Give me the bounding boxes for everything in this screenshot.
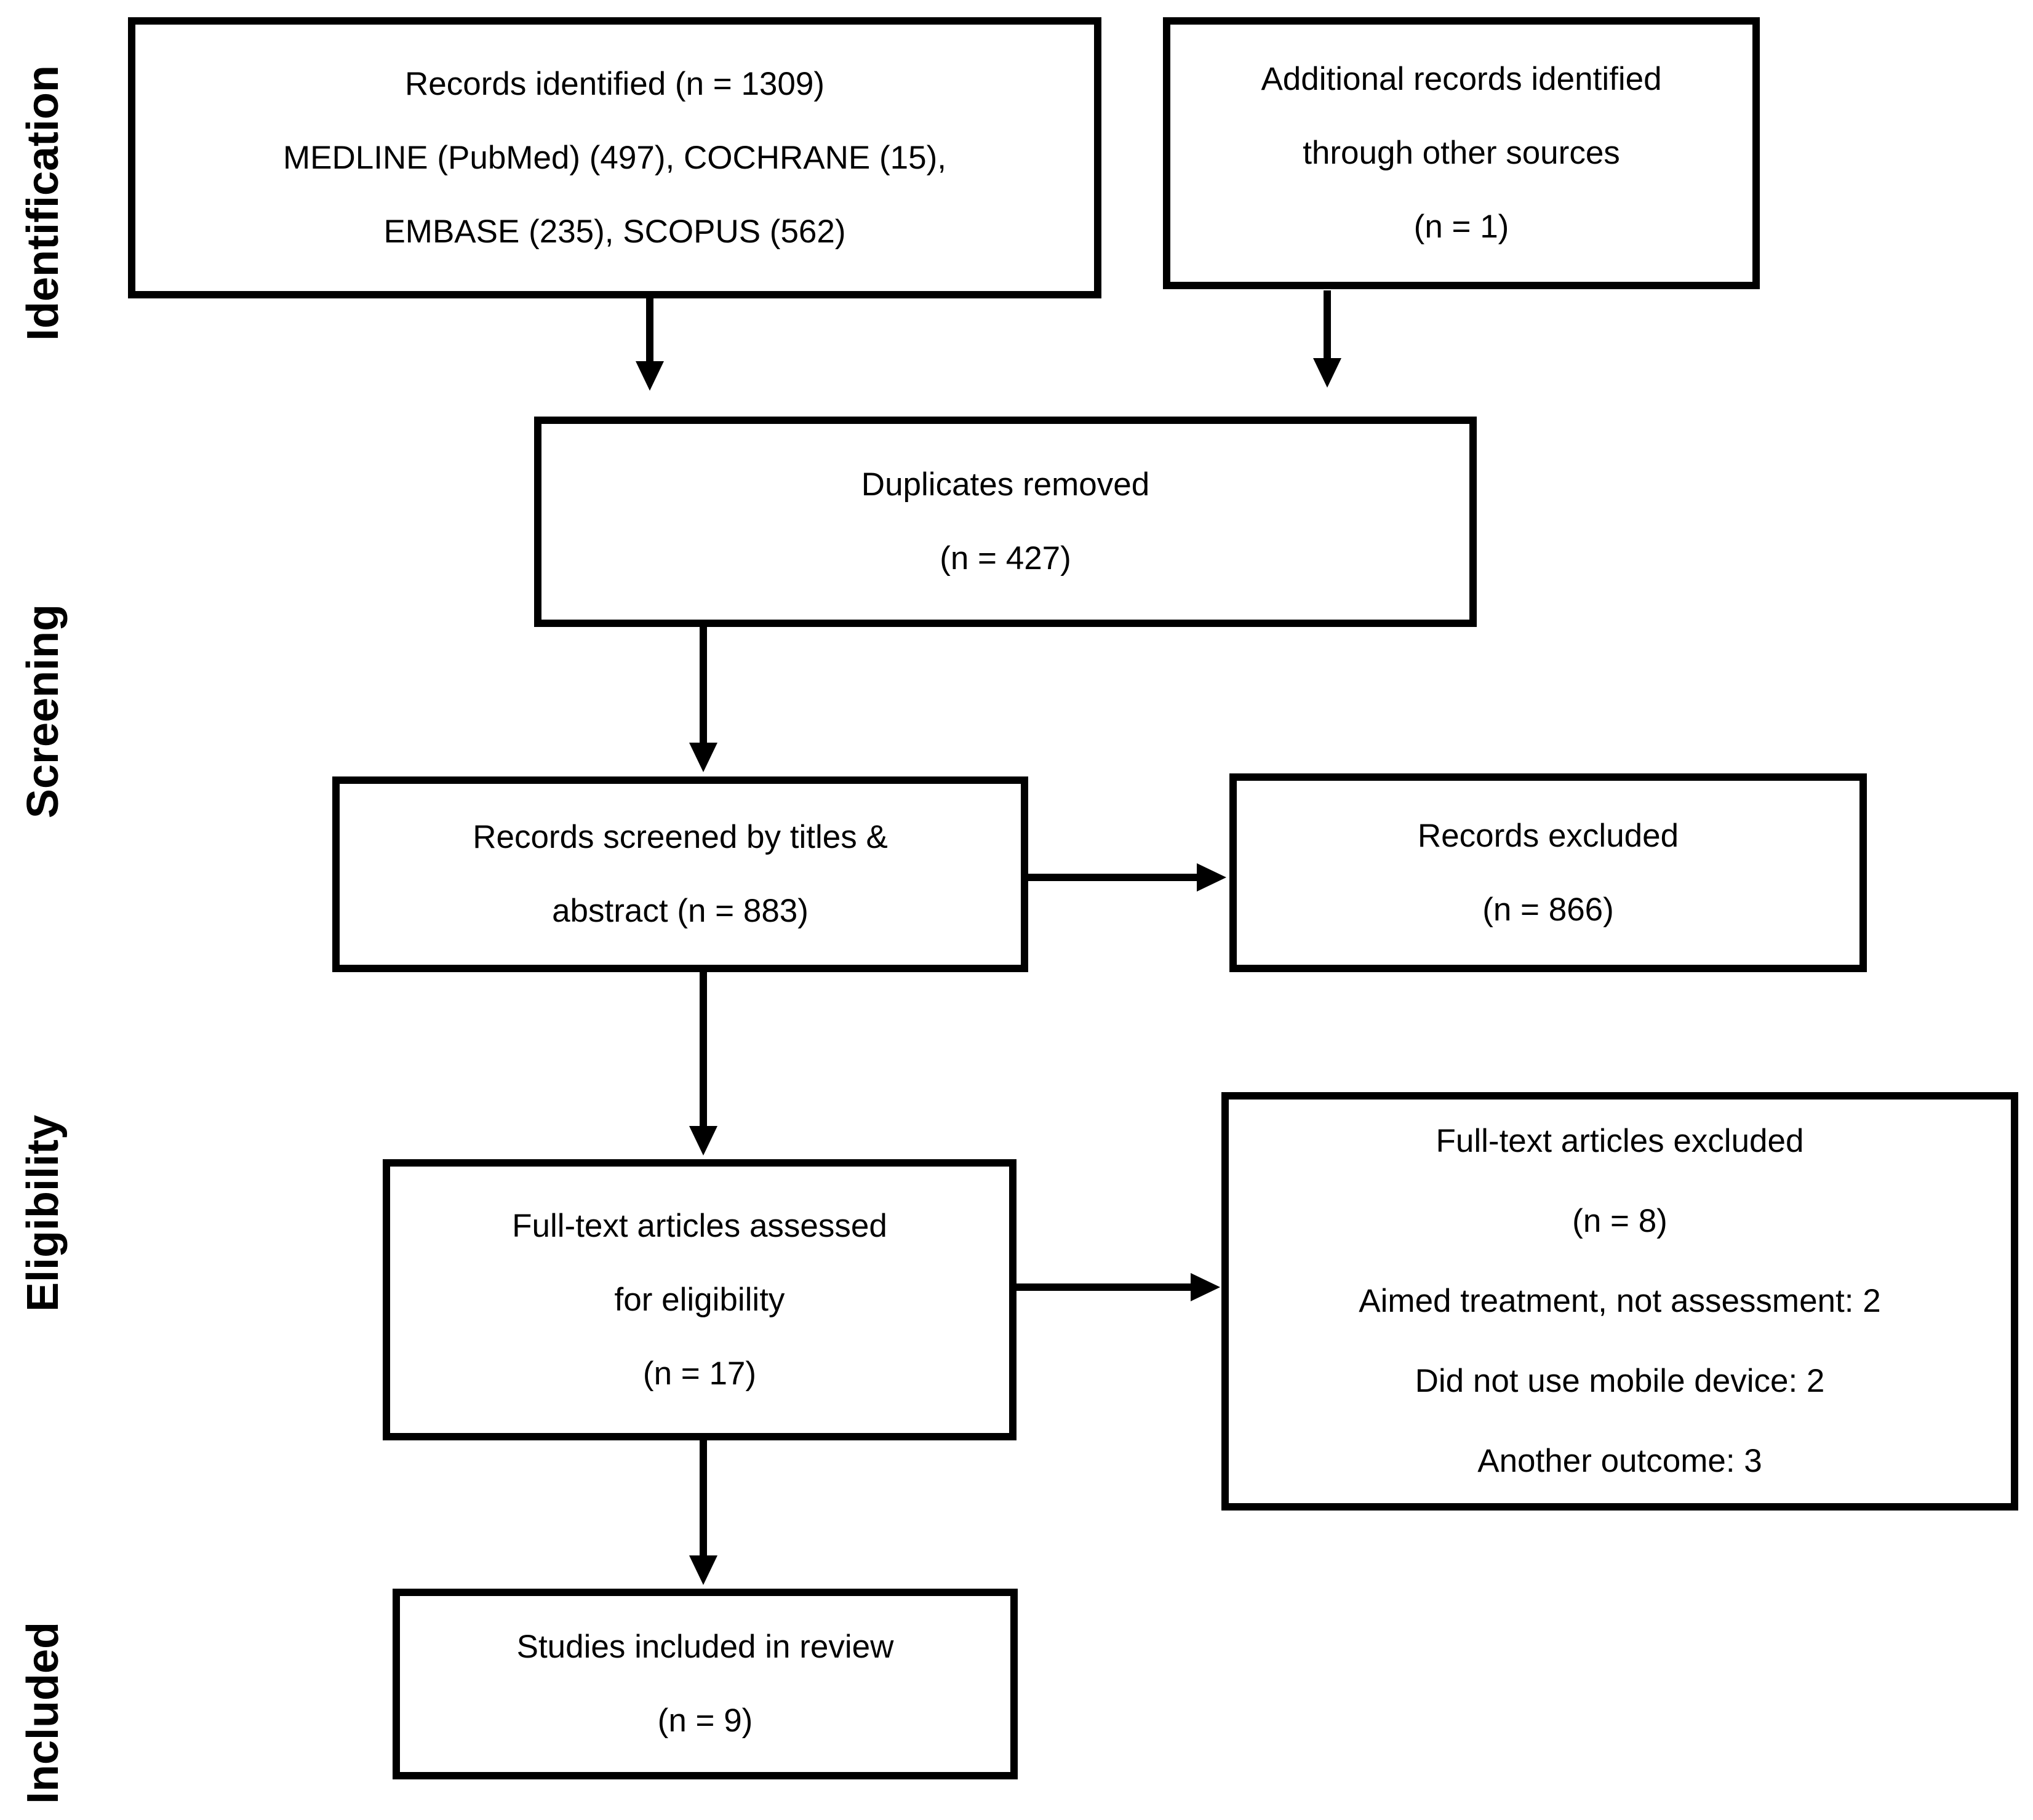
arrow-stem: [700, 1440, 707, 1558]
box-text-line: Records screened by titles &: [473, 819, 888, 855]
arrow-head-down-icon: [689, 1126, 717, 1155]
arrow-head-down-icon: [689, 743, 717, 772]
box-fulltext-assessed: Full-text articles assessed for eligibil…: [383, 1159, 1016, 1440]
flow-arrow-down-icon: [636, 298, 664, 391]
stage-label-eligibility: Eligibility: [18, 1114, 68, 1312]
box-duplicates-removed: Duplicates removed (n = 427): [534, 417, 1477, 627]
box-text-line: MEDLINE (PubMed) (497), COCHRANE (15),: [283, 139, 946, 176]
flow-arrow-down-icon: [689, 1440, 717, 1585]
box-text-line: (n = 17): [642, 1355, 757, 1392]
arrow-stem: [1028, 874, 1199, 881]
arrow-head-right-icon: [1197, 863, 1226, 892]
box-text-line: (n = 1): [1413, 209, 1509, 245]
box-records-excluded: Records excluded (n = 866): [1229, 773, 1867, 972]
flow-arrow-down-icon: [689, 972, 717, 1155]
box-text-line: through other sources: [1303, 135, 1620, 171]
flow-arrow-right-icon: [1028, 863, 1226, 892]
arrow-head-down-icon: [1313, 358, 1341, 388]
stage-label-identification: Identification: [18, 65, 68, 341]
box-text-line: for eligibility: [614, 1281, 785, 1318]
box-text-line: Additional records identified: [1261, 61, 1662, 97]
box-text-line: Full-text articles excluded: [1436, 1123, 1804, 1159]
box-text-line: Records identified (n = 1309): [404, 65, 825, 102]
box-text-line: Aimed treatment, not assessment: 2: [1359, 1283, 1881, 1319]
box-text-line: Records excluded: [1417, 817, 1679, 854]
box-text-line: (n = 427): [940, 540, 1071, 577]
box-text-line: (n = 9): [657, 1702, 753, 1739]
box-records-identified: Records identified (n = 1309) MEDLINE (P…: [128, 17, 1101, 298]
arrow-head-right-icon: [1191, 1273, 1220, 1301]
flow-arrow-down-icon: [689, 627, 717, 772]
box-text-line: Another outcome: 3: [1477, 1443, 1762, 1479]
box-text-line: Duplicates removed: [861, 466, 1150, 503]
arrow-stem: [646, 298, 653, 364]
box-text-line: Full-text articles assessed: [512, 1207, 887, 1244]
arrow-stem: [700, 972, 707, 1128]
box-text-line: Did not use mobile device: 2: [1415, 1363, 1825, 1399]
box-text-line: (n = 8): [1572, 1203, 1668, 1239]
box-text-line: (n = 866): [1482, 891, 1614, 928]
box-fulltext-excluded: Full-text articles excluded (n = 8) Aime…: [1221, 1092, 2018, 1511]
stage-label-screening: Screening: [18, 604, 68, 819]
box-studies-included: Studies included in review (n = 9): [393, 1589, 1018, 1779]
box-text-line: EMBASE (235), SCOPUS (562): [383, 213, 846, 250]
arrow-stem: [1324, 290, 1331, 361]
box-text-line: Studies included in review: [516, 1629, 894, 1665]
box-records-screened: Records screened by titles & abstract (n…: [332, 776, 1028, 972]
arrow-head-down-icon: [636, 361, 664, 391]
box-text-line: abstract (n = 883): [552, 893, 809, 929]
arrow-head-down-icon: [689, 1555, 717, 1585]
arrow-stem: [1016, 1283, 1193, 1291]
flow-arrow-right-icon: [1016, 1273, 1220, 1301]
flow-arrow-down-icon: [1313, 290, 1341, 388]
stage-label-included: Included: [18, 1622, 68, 1805]
box-additional-records: Additional records identified through ot…: [1163, 17, 1760, 289]
arrow-stem: [700, 627, 707, 745]
